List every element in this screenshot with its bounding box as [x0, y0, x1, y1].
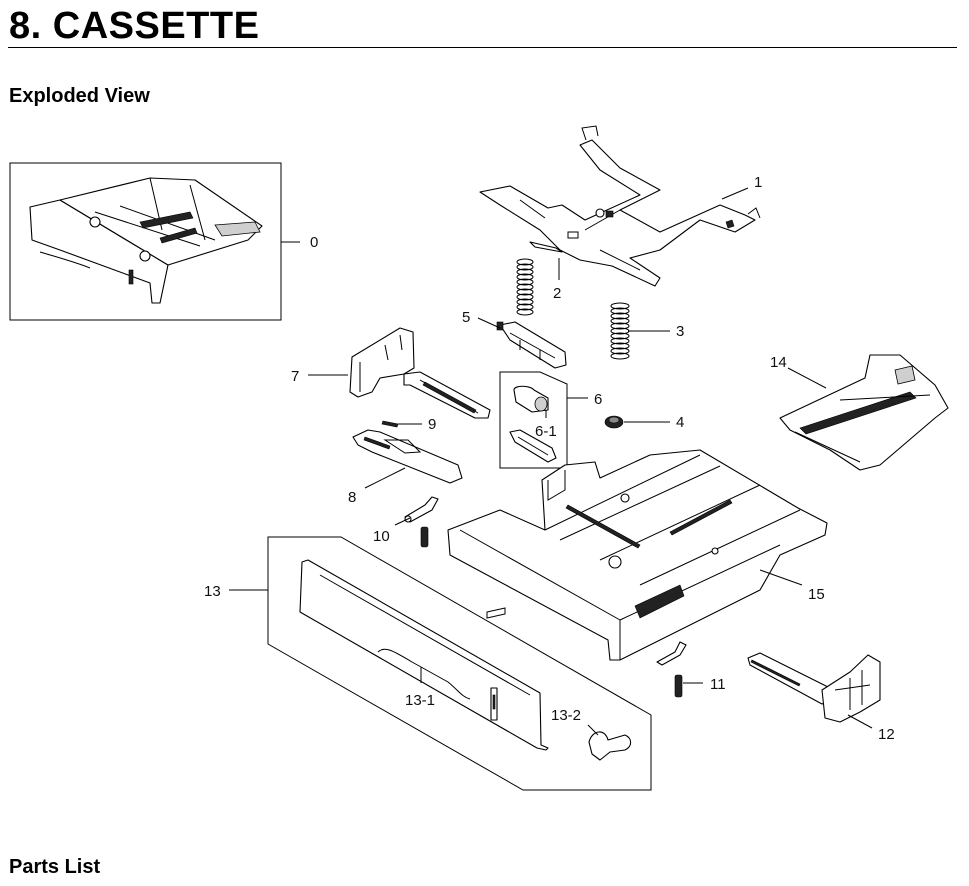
spring-coil — [610, 317, 630, 325]
callout-11: 11 — [710, 676, 726, 693]
spring-coil — [610, 332, 630, 340]
spring-coil — [516, 258, 534, 266]
section-heading-parts-list: Parts List — [9, 856, 101, 878]
callout-3: 3 — [676, 323, 684, 340]
section-heading-exploded-view: Exploded View — [9, 85, 150, 107]
callout-2: 2 — [553, 285, 561, 302]
spring-coil — [516, 308, 534, 316]
part-12-guide — [747, 652, 881, 723]
part-7-guide — [349, 327, 491, 419]
title-divider — [8, 47, 957, 48]
spring-coil — [516, 263, 534, 271]
part-10-lever — [404, 496, 439, 523]
spring-coil — [610, 342, 630, 350]
spring-coil — [610, 337, 630, 345]
part-2-pad — [529, 241, 563, 253]
spring-coil — [516, 278, 534, 286]
spring-coil — [516, 298, 534, 306]
spring-coil — [516, 293, 534, 301]
leader-5 — [477, 317, 501, 329]
spring-coil — [610, 322, 630, 330]
spring-coil — [516, 273, 534, 281]
callout-9: 9 — [428, 416, 436, 433]
callout-14: 14 — [770, 354, 787, 371]
callout-6: 6 — [594, 391, 602, 408]
spring-left — [516, 258, 534, 316]
part-6-pickup-assembly — [499, 371, 568, 469]
callout-5: 5 — [462, 309, 470, 326]
part-9-spring — [381, 420, 399, 428]
part-1-plate — [479, 125, 761, 287]
leader-13-2 — [587, 724, 599, 736]
spring-coil — [610, 352, 630, 360]
part-13-frame — [267, 536, 652, 791]
part-11-spring — [674, 674, 683, 698]
part-4-gear — [604, 415, 624, 429]
part-0-assembled-cassette — [9, 162, 282, 321]
callout-1: 1 — [754, 174, 762, 191]
lever-small — [656, 641, 687, 666]
part-6-frame — [499, 371, 568, 469]
part-14-extension — [779, 354, 949, 471]
spring-coil — [610, 347, 630, 355]
leader-12 — [847, 714, 873, 729]
callout-15: 15 — [808, 586, 825, 603]
leader-14 — [787, 367, 827, 389]
page-title: 8. CASSETTE — [9, 5, 260, 47]
spring-coil — [610, 312, 630, 320]
callout-0: 0 — [310, 234, 318, 251]
spring-coil — [516, 283, 534, 291]
callout-13-2: 13-2 — [551, 707, 581, 724]
spring-coil — [610, 307, 630, 315]
callout-4: 4 — [676, 414, 684, 431]
callout-7: 7 — [291, 368, 299, 385]
leader-10 — [394, 517, 411, 526]
callout-13-1: 13-1 — [405, 692, 435, 709]
spring-coil — [610, 302, 630, 310]
part-8-plate — [352, 429, 463, 484]
callout-10: 10 — [373, 528, 390, 545]
spring-coil — [516, 268, 534, 276]
leader-8 — [364, 467, 406, 489]
part-15-cassette-frame — [447, 449, 828, 661]
callout-13: 13 — [204, 583, 221, 600]
spring-small — [420, 526, 429, 548]
spring-coil — [516, 303, 534, 311]
part-5-holder — [496, 321, 567, 369]
leader-1 — [721, 187, 749, 200]
spring-coil — [516, 288, 534, 296]
part-3-spring — [610, 302, 630, 360]
part-13-front-cover-group — [267, 536, 652, 791]
leader-15 — [759, 569, 803, 586]
callout-12: 12 — [878, 726, 895, 743]
callout-6-1: 6-1 — [535, 423, 557, 440]
callout-8: 8 — [348, 489, 356, 506]
